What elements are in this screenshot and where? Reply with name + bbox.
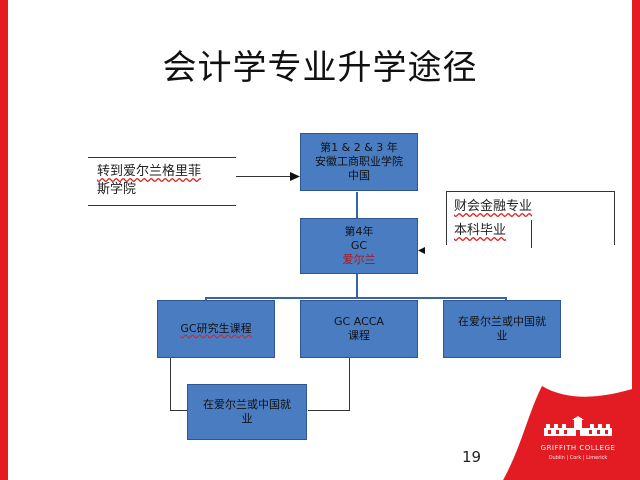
transfer-top-rule xyxy=(88,157,236,158)
box-years-1-3-line3: 中国 xyxy=(348,169,370,182)
box-employment-bottom-line1: 在爱尔兰或中国就 xyxy=(203,398,291,411)
transfer-note: 转到爱尔兰格里菲 斯学院 xyxy=(97,163,201,199)
box-year-4-line2: GC xyxy=(350,239,368,252)
finance-note: 财会金融专业 本科毕业 xyxy=(454,198,532,240)
connector-right-drop xyxy=(505,297,507,301)
box-employment-right-line2: 业 xyxy=(496,329,508,342)
finance-inner-rule xyxy=(531,220,532,248)
connector-left-drop xyxy=(205,297,207,301)
page-number: 19 xyxy=(462,448,482,466)
logo-name: GRIFFITH COLLEGE xyxy=(540,444,616,452)
arrow-to-top-box-head xyxy=(290,172,300,181)
connector-middle-down xyxy=(356,274,358,298)
connector-horizontal xyxy=(205,297,505,299)
box-year-4-line1: 第4年 xyxy=(344,225,374,238)
box-years-1-3-line1: 第1 & 2 & 3 年 xyxy=(320,141,398,154)
transfer-bottom-rule xyxy=(88,205,236,206)
finance-right-rule xyxy=(614,191,615,245)
box-year-4: 第4年 GC 爱尔兰 xyxy=(300,218,418,274)
transfer-note-line1: 转到爱尔兰格里菲 xyxy=(97,164,202,179)
box-years-1-3: 第1 & 2 & 3 年 安徽工商职业学院 中国 xyxy=(300,133,418,191)
griffith-logo: GRIFFITH COLLEGE Dublin | Cork | Limeric… xyxy=(532,416,624,461)
box-gc-postgraduate: GC研究生课程 xyxy=(157,300,275,358)
box-employment-bottom-line2: 业 xyxy=(241,412,253,425)
right-red-bar xyxy=(632,0,640,480)
connector-left-bracket-horizontal xyxy=(170,410,188,411)
connector-top-middle xyxy=(356,192,358,218)
arrow-to-top-box-line xyxy=(236,176,292,177)
finance-note-line2: 本科毕业 xyxy=(454,223,507,238)
finance-left-rule xyxy=(446,191,447,245)
box-gc-acca: GC ACCA 课程 xyxy=(300,300,418,358)
box-year-4-line3: 爱尔兰 xyxy=(342,253,376,266)
transfer-note-line2: 斯学院 xyxy=(97,182,137,197)
box-gc-acca-line1: GC ACCA xyxy=(334,315,384,328)
arrow-finance-head xyxy=(418,247,425,254)
box-employment-right-line1: 在爱尔兰或中国就 xyxy=(458,315,546,328)
box-years-1-3-line2: 安徽工商职业学院 xyxy=(315,155,403,168)
box-gc-postgraduate-line1: GC研究生课程 xyxy=(180,322,252,335)
logo-tagline: Dublin | Cork | Limerick xyxy=(548,455,608,461)
finance-top-rule xyxy=(446,191,614,192)
box-gc-acca-line2: 课程 xyxy=(348,329,370,342)
finance-note-line1: 财会金融专业 xyxy=(454,199,533,214)
box-employment-bottom: 在爱尔兰或中国就 业 xyxy=(187,384,307,440)
box-employment-right: 在爱尔兰或中国就 业 xyxy=(443,300,561,358)
connector-right-bracket-vertical xyxy=(349,358,350,410)
college-building-icon xyxy=(544,416,612,436)
slide-title: 会计学专业升学途径 xyxy=(162,48,478,88)
connector-left-bracket-vertical xyxy=(170,358,171,410)
connector-right-bracket-horizontal xyxy=(308,410,350,411)
left-red-bar xyxy=(0,0,8,480)
